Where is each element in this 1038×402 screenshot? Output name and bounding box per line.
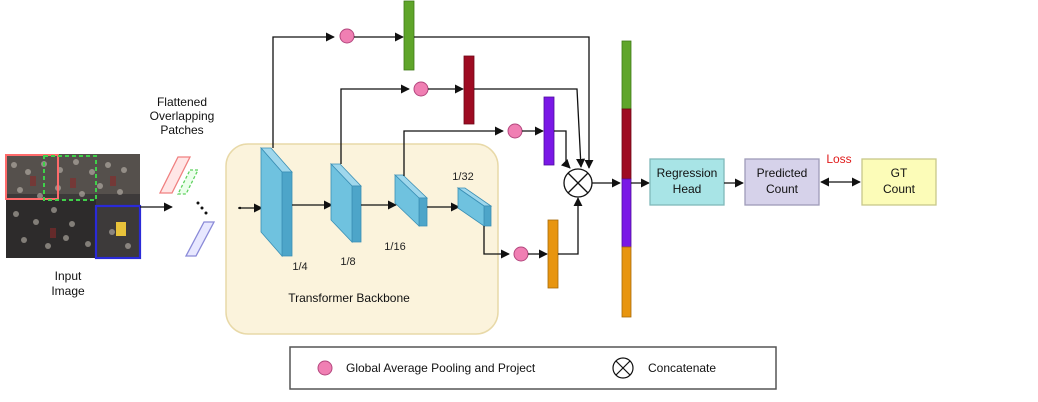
branch1-arrow-to-pool xyxy=(272,32,335,148)
legend-pool-label: Global Average Pooling and Project xyxy=(346,361,536,375)
input-label-line2: Image xyxy=(51,284,85,298)
feature-bar-stage1 xyxy=(403,0,415,71)
stage3-block xyxy=(394,174,428,227)
predicted-count-box xyxy=(744,158,820,206)
stage1-scale: 1/4 xyxy=(292,261,307,273)
gt-count-line2: Count xyxy=(883,182,916,196)
feature-bar-stage2 xyxy=(463,55,475,125)
legend-concat-label: Concatenate xyxy=(648,361,716,375)
branch2-arrow-to-pool xyxy=(340,84,410,164)
predicted-count-line2: Count xyxy=(766,182,799,196)
branch4-arrow-to-pool xyxy=(483,226,510,259)
pool-dot-1 xyxy=(339,28,355,44)
input-image xyxy=(5,154,142,260)
transformer-backbone xyxy=(225,143,499,335)
concatenated-feature-vector xyxy=(621,40,632,318)
patches-label-line2: Overlapping xyxy=(150,109,215,123)
branch1-arrow-to-concat xyxy=(414,36,594,169)
patch-green xyxy=(176,169,200,195)
regression-head-box xyxy=(649,158,725,206)
input-label-line1: Input xyxy=(55,269,82,283)
legend-concatenate-icon xyxy=(612,357,634,379)
feature-bar-stage3 xyxy=(543,96,555,166)
stage3-scale: 1/16 xyxy=(384,241,405,253)
feature-bar-stage4 xyxy=(547,219,559,289)
regression-head-line2: Head xyxy=(673,182,702,196)
stage2-scale: 1/8 xyxy=(340,256,355,268)
stage4-block xyxy=(456,187,493,227)
stage1-block xyxy=(260,146,293,258)
gt-count-line1: GT xyxy=(891,166,908,180)
dot-marker xyxy=(238,206,242,210)
patch-ellipsis xyxy=(196,201,208,215)
backbone-label: Transformer Backbone xyxy=(288,291,410,305)
loss-label: Loss xyxy=(826,152,851,166)
pool-dot-4 xyxy=(513,246,529,262)
legend-pool-icon xyxy=(317,360,333,376)
stage4-scale: 1/32 xyxy=(452,171,473,183)
pool-dot-3 xyxy=(507,123,523,139)
branch3-arrow-to-concat xyxy=(554,130,571,169)
predicted-count-line1: Predicted xyxy=(757,166,808,180)
branch3-arrow-to-pool xyxy=(403,126,504,176)
patch-blue xyxy=(184,221,216,257)
gt-count-box xyxy=(861,158,937,206)
legend-box xyxy=(289,346,777,390)
pool-dot-2 xyxy=(413,81,429,97)
patches-label-line3: Patches xyxy=(160,123,203,137)
patch-red xyxy=(158,156,192,194)
concatenate-icon xyxy=(563,168,593,198)
patches-label-line1: Flattened xyxy=(157,95,207,109)
branch2-arrow-to-concat xyxy=(474,88,586,168)
branch4-arrow-to-concat xyxy=(558,197,583,255)
regression-head-line1: Regression xyxy=(657,166,718,180)
stage2-block xyxy=(330,163,362,243)
